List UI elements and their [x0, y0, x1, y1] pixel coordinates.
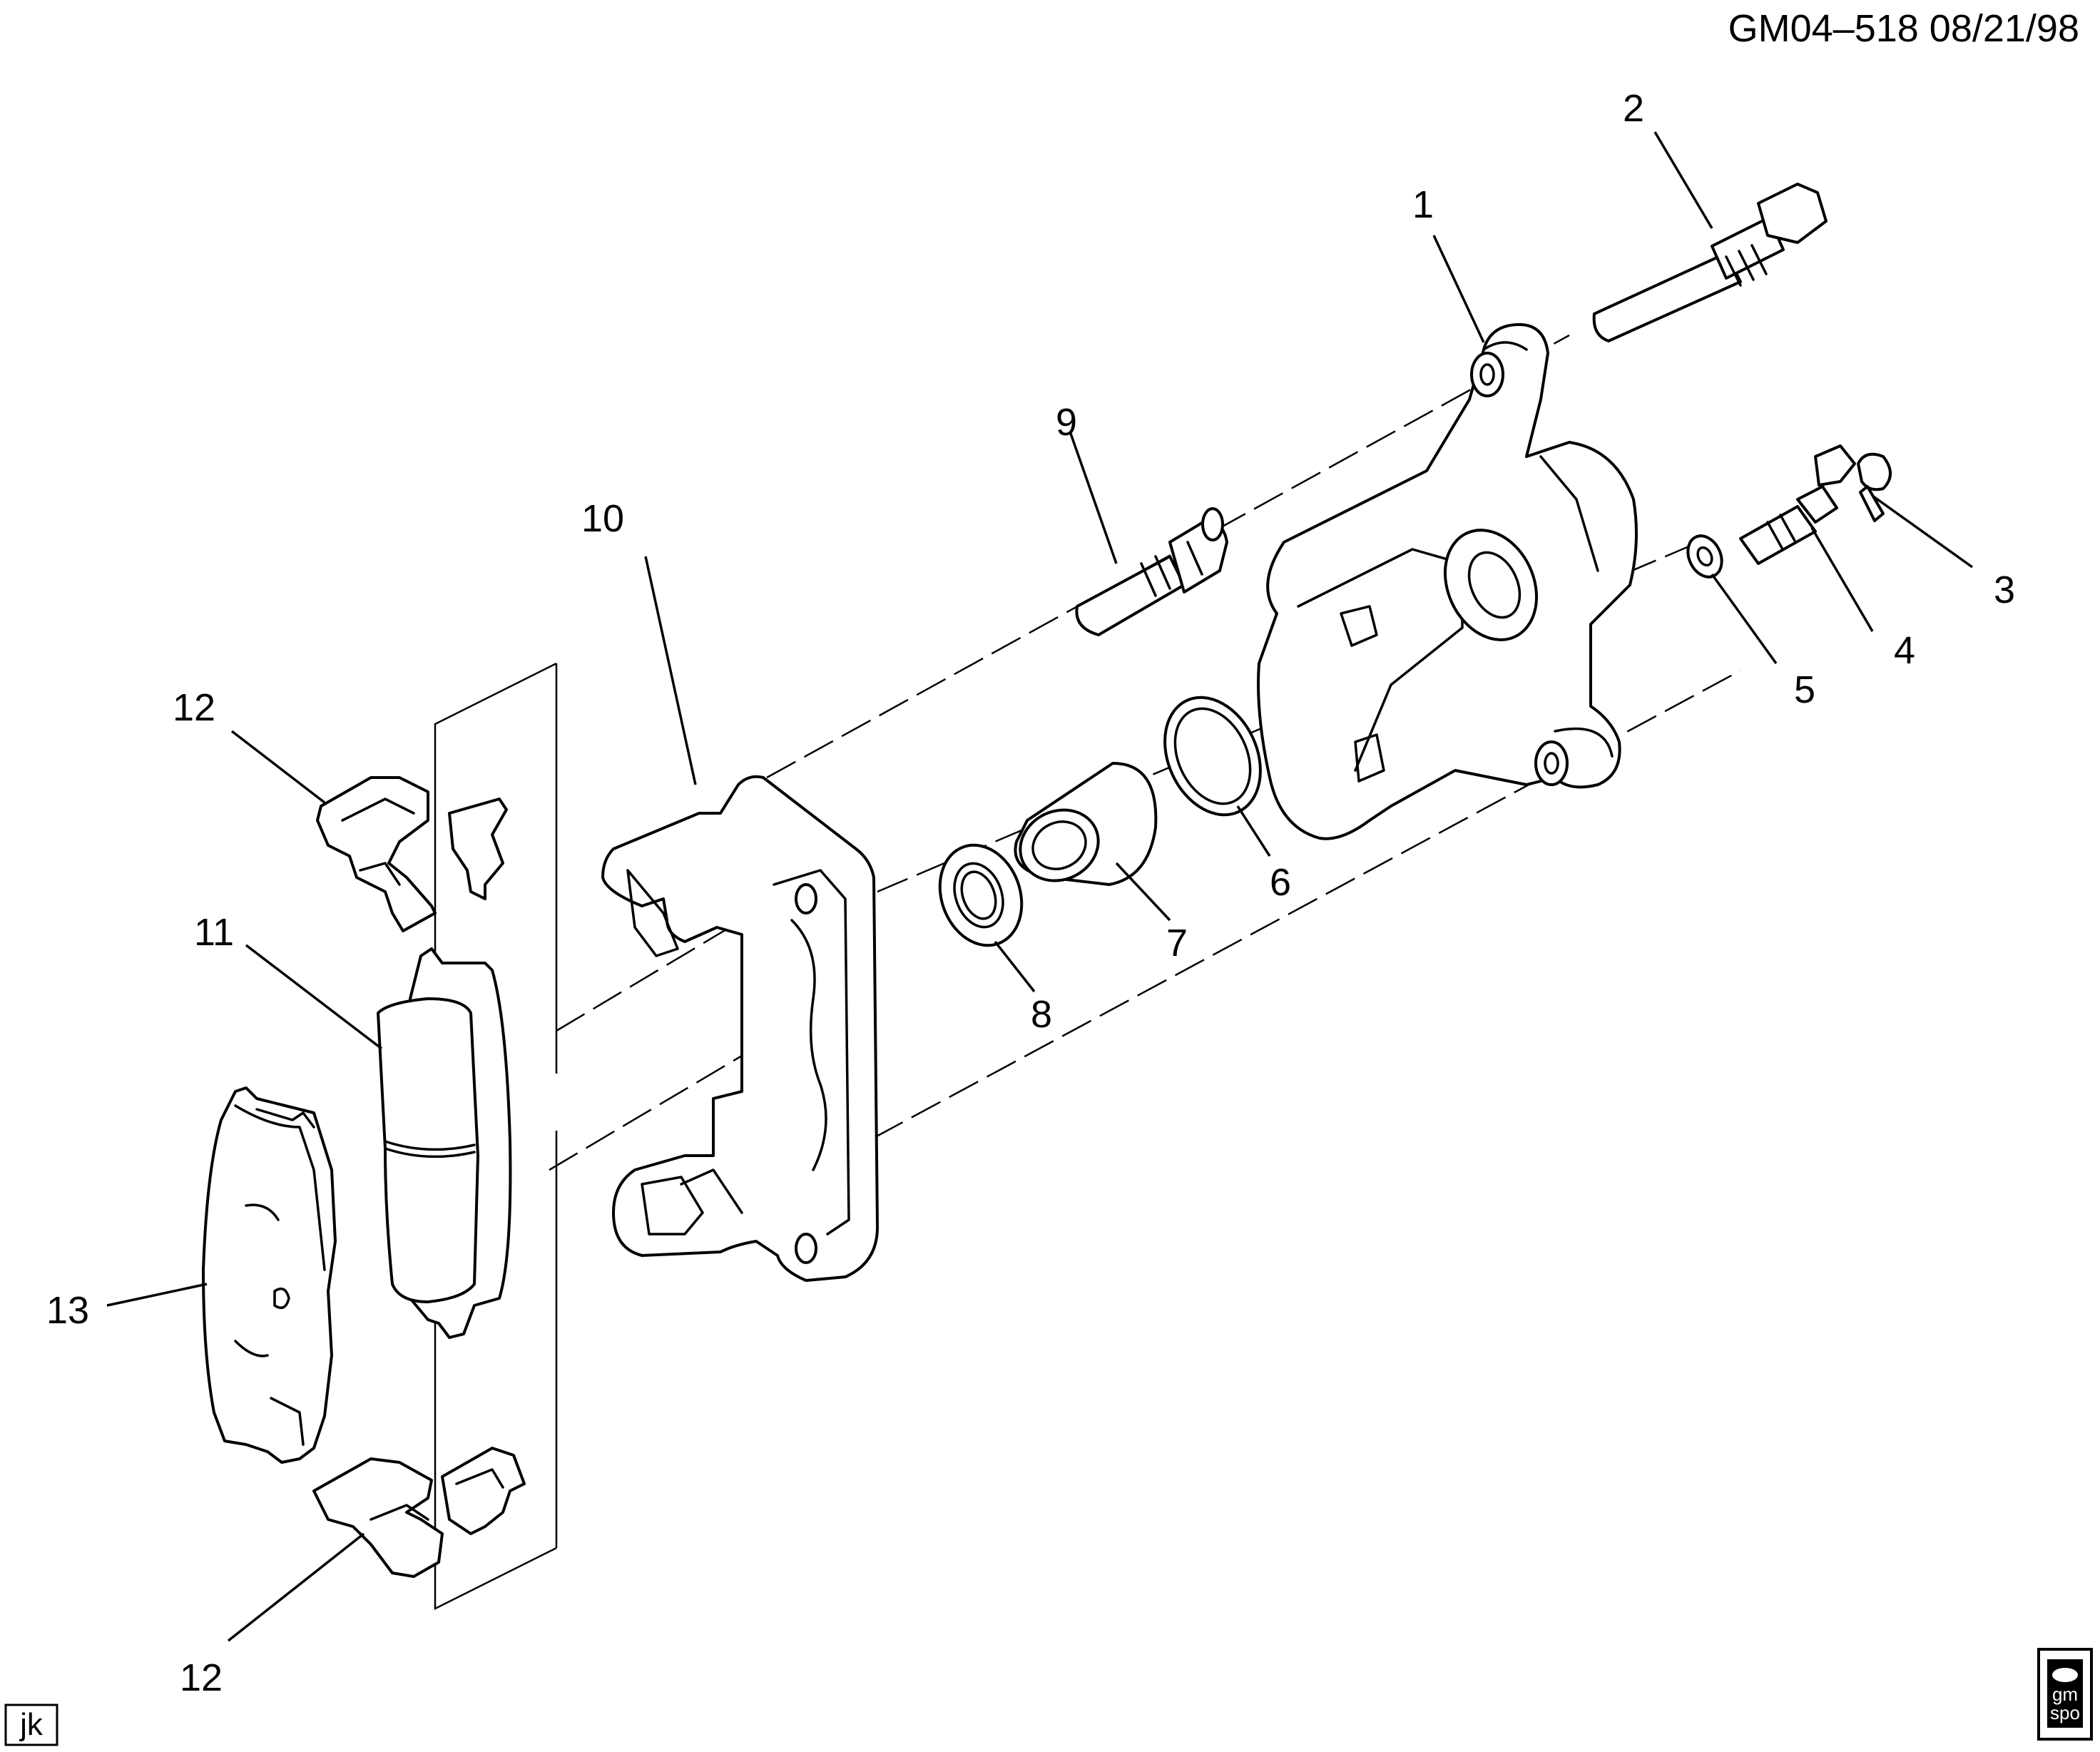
callout-10: 10: [581, 497, 624, 540]
part-12-upper-pad-clip: [316, 776, 508, 932]
artist-initials: jk: [19, 1707, 44, 1742]
part-9-guide-pin-bushing: [1075, 507, 1228, 636]
callout-12-lower: 12: [180, 1656, 223, 1699]
callout-2: 2: [1623, 87, 1644, 130]
callout-13: 13: [46, 1289, 89, 1332]
part-4-bleeder-valve: [1739, 485, 1838, 565]
part-13-outer-brake-pad: [202, 1086, 337, 1464]
logo-line-1: gm: [2052, 1684, 2078, 1705]
callout-7: 7: [1166, 922, 1188, 964]
part-10-mounting-bracket: [601, 775, 879, 1282]
drawing-id: GM04–518 08/21/98: [1728, 7, 2079, 50]
callout-1: 1: [1412, 183, 1434, 226]
callout-6: 6: [1270, 861, 1291, 904]
logo-line-2: spo: [2050, 1702, 2080, 1723]
callout-5: 5: [1794, 668, 1815, 711]
callout-3: 3: [1994, 569, 2015, 611]
part-12-lower-pad-clip: [312, 1447, 526, 1578]
part-1-caliper-housing: [1257, 323, 1638, 840]
callout-4: 4: [1894, 629, 1915, 672]
callout-12-upper: 12: [173, 686, 215, 729]
part-6-piston-seal: [1163, 696, 1262, 817]
artist-initials-box: jk: [4, 1703, 58, 1746]
callout-leaders: [106, 131, 1974, 1642]
part-11-inner-brake-pad: [377, 947, 512, 1339]
part-8-piston-boot: [938, 843, 1024, 947]
part-3-bleeder-cap: [1814, 444, 1892, 522]
gm-spo-logo: gm spo: [2037, 1648, 2093, 1741]
part-2-guide-pin-bolt: [1592, 183, 1828, 342]
callout-11: 11: [194, 911, 234, 954]
callout-8: 8: [1031, 993, 1052, 1036]
callout-labels: 1 2 3 4 5 6 7 8 9 10 11 12 12 13: [46, 87, 2015, 1699]
callout-9: 9: [1056, 401, 1077, 444]
part-5-washer: [1686, 534, 1723, 579]
part-7-piston: [1014, 762, 1158, 886]
